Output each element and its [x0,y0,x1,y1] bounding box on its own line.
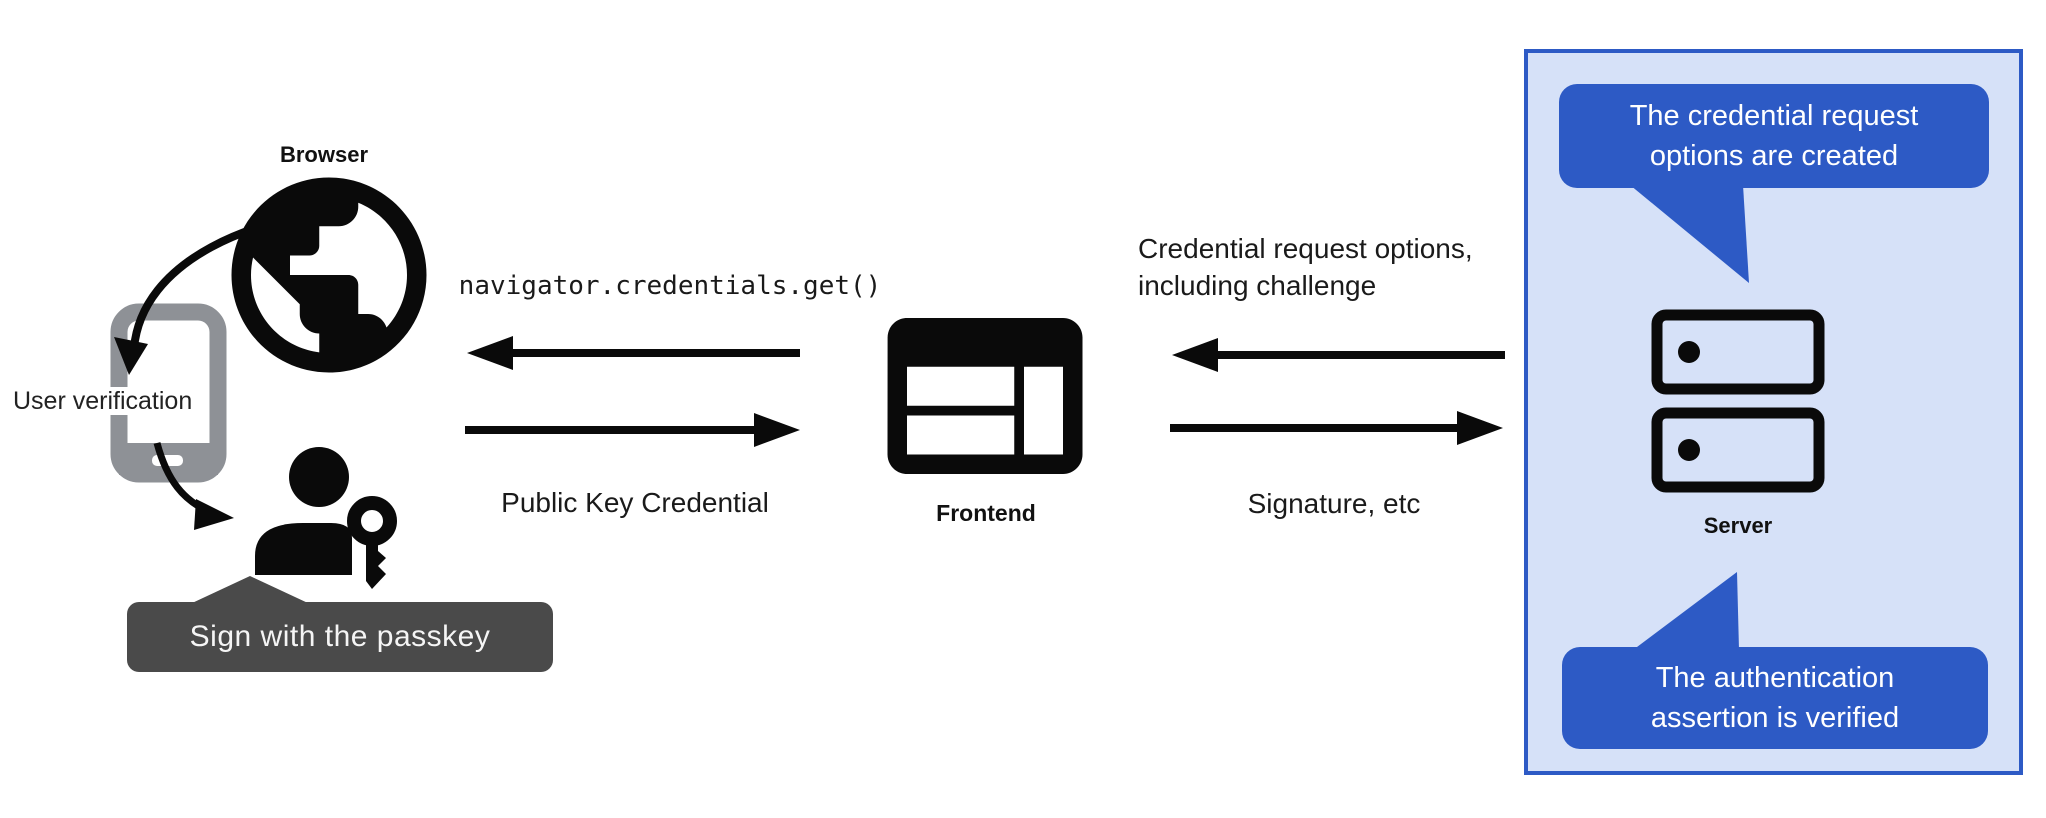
credential-request-options-label: Credential request options, including ch… [1138,230,1473,304]
passkey-tooltip-text: Sign with the passkey [189,620,491,653]
frontend-label: Frontend [936,500,1036,526]
browser-label: Browser [279,142,369,167]
credential-request-options-line2: including challenge [1138,270,1377,301]
arrow-frontend-to-server [1170,411,1503,445]
passkey-person-icon [255,447,397,589]
globe-icon [231,177,427,373]
web-window-icon [887,318,1083,474]
top-bubble-line1: The credential request [1629,100,1919,132]
arrow-server-to-frontend [1172,338,1505,372]
passkey-tooltip: Sign with the passkey [127,602,553,672]
arrow-browser-to-frontend [465,413,800,447]
server-stack-icon [1651,309,1825,493]
bottom-bubble-line1: The authentication [1655,662,1895,694]
public-key-credential-label: Public Key Credential [501,487,769,518]
credential-request-options-line1: Credential request options, [1138,233,1473,264]
top-bubble-line2: options are created [1649,140,1899,172]
bottom-speech-bubble: The authentication assertion is verified [1562,647,1988,749]
user-verification-label: User verification [8,387,198,416]
server-label: Server [1703,513,1773,538]
passkey-tooltip-tail [190,576,310,604]
credentials-get-label: navigator.credentials.get() [458,271,882,301]
top-speech-bubble: The credential request options are creat… [1559,84,1989,188]
signature-etc-label: Signature, etc [1247,488,1421,519]
arrow-frontend-to-browser [467,336,800,370]
bottom-bubble-line2: assertion is verified [1650,702,1900,734]
